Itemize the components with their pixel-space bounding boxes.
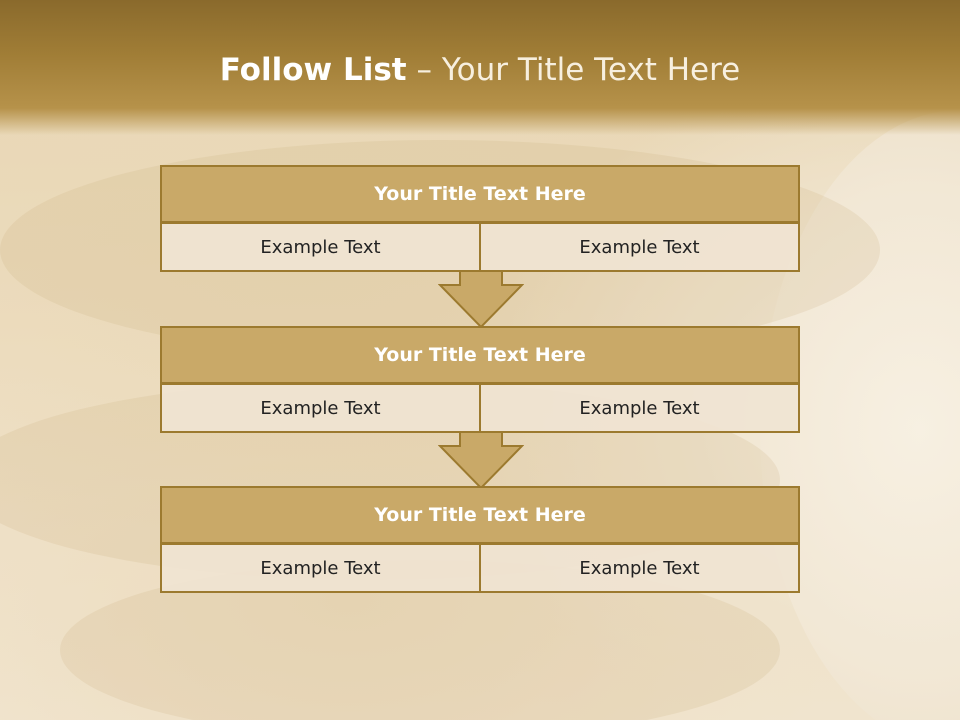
step-title-1: Your Title Text Here bbox=[160, 165, 800, 223]
step-2-right-text: Example Text bbox=[479, 383, 800, 433]
step-1-right-text: Example Text bbox=[479, 222, 800, 272]
step-title-2: Your Title Text Here bbox=[160, 326, 800, 384]
step-3-right-text: Example Text bbox=[479, 543, 800, 593]
down-arrow-icon bbox=[438, 432, 524, 490]
slide-title-bold: Follow List bbox=[219, 52, 407, 88]
step-1-left-text: Example Text bbox=[160, 222, 481, 272]
slide-title: Follow List – Your Title Text Here bbox=[0, 52, 960, 88]
step-3-left-text: Example Text bbox=[160, 543, 481, 593]
step-title-3: Your Title Text Here bbox=[160, 486, 800, 544]
slide-title-rest: – Your Title Text Here bbox=[406, 52, 741, 88]
step-2-left-text: Example Text bbox=[160, 383, 481, 433]
down-arrow-icon bbox=[438, 271, 524, 329]
title-band bbox=[0, 0, 960, 135]
